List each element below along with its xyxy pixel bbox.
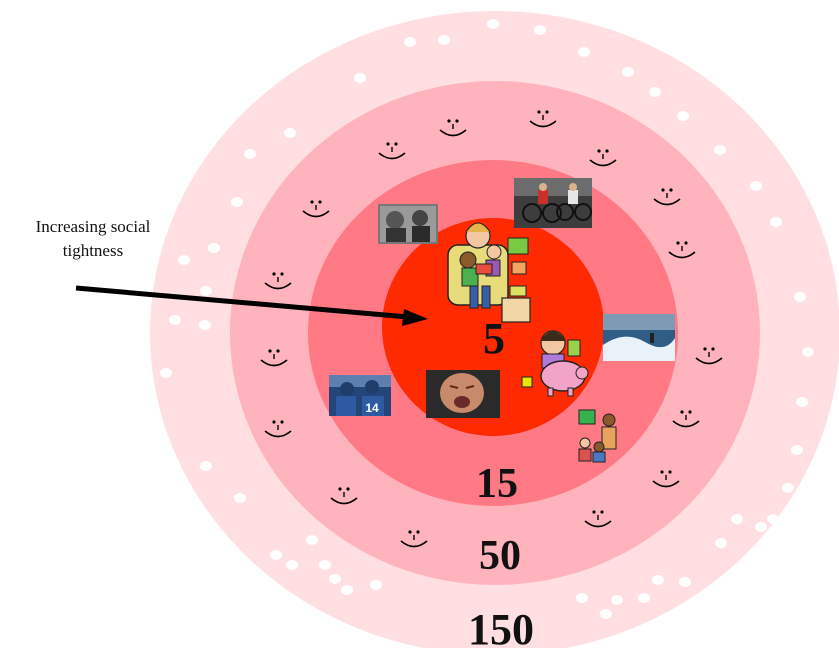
smiley-face-icon: [584, 510, 612, 528]
teacher-class-clipart: [578, 409, 617, 463]
white-dot-icon: [796, 397, 808, 407]
surfer-photo: [603, 314, 675, 361]
label-line-2: tightness: [62, 240, 124, 260]
white-dot-icon: [782, 483, 794, 493]
white-dot-icon: [767, 514, 779, 524]
white-dot-icon: [178, 255, 190, 265]
white-dot-icon: [284, 128, 296, 138]
smiley-face-icon: [264, 272, 292, 290]
smiley-face-icon: [589, 149, 617, 167]
white-dot-icon: [438, 35, 450, 45]
white-dot-icon: [208, 243, 220, 253]
white-dot-icon: [319, 560, 331, 570]
white-dot-icon: [714, 145, 726, 155]
white-dot-icon: [600, 609, 612, 619]
svg-text:14: 14: [365, 401, 379, 415]
smiley-face-icon: [264, 420, 292, 438]
white-dot-icon: [715, 538, 727, 548]
white-dot-icon: [329, 574, 341, 584]
smiley-face-icon: [400, 530, 428, 548]
white-dot-icon: [231, 197, 243, 207]
white-dot-icon: [731, 514, 743, 524]
white-dot-icon: [169, 315, 181, 325]
white-dot-icon: [370, 580, 382, 590]
white-dot-icon: [578, 47, 590, 57]
family-reading-clipart: [447, 222, 531, 323]
ring-label-15: 15: [476, 461, 518, 507]
football-players-photo: 14: [329, 375, 391, 416]
white-dot-icon: [679, 577, 691, 587]
smiley-face-icon: [652, 470, 680, 488]
cyclists-photo: [514, 178, 592, 228]
ring-label-5: 5: [483, 314, 505, 363]
white-dot-icon: [244, 149, 256, 159]
white-dot-icon: [270, 550, 282, 560]
white-dot-icon: [611, 595, 623, 605]
white-dot-icon: [354, 73, 366, 83]
white-dot-icon: [200, 286, 212, 296]
white-dot-icon: [802, 347, 814, 357]
white-dot-icon: [750, 181, 762, 191]
smiley-face-icon: [378, 142, 406, 160]
smiley-face-icon: [529, 110, 557, 128]
white-dot-icon: [638, 593, 650, 603]
white-dot-icon: [200, 461, 212, 471]
smiley-face-icon: [695, 347, 723, 365]
white-dot-icon: [770, 217, 782, 227]
ring-label-150: 150: [468, 605, 534, 654]
middle-ring-smileys: [260, 110, 723, 548]
white-dot-icon: [677, 111, 689, 121]
white-dot-icon: [487, 19, 499, 29]
smiley-face-icon: [653, 188, 681, 206]
smiley-face-icon: [668, 241, 696, 259]
white-dot-icon: [652, 575, 664, 585]
white-dot-icon: [755, 522, 767, 532]
smiley-face-icon: [330, 487, 358, 505]
white-dot-icon: [534, 25, 546, 35]
crying-baby-photo: [426, 370, 500, 418]
label-line-1: Increasing social: [35, 217, 151, 236]
white-dot-icon: [160, 368, 172, 378]
smiley-face-icon: [439, 119, 467, 137]
smiley-face-icon: [260, 349, 288, 367]
increasing-social-tightness-label: Increasing social tightness: [8, 215, 178, 263]
white-dot-icon: [199, 320, 211, 330]
white-dot-icon: [234, 493, 246, 503]
smiley-face-icon: [302, 200, 330, 218]
white-dot-icon: [576, 593, 588, 603]
white-dot-icon: [404, 37, 416, 47]
couple-photo: [378, 204, 438, 244]
white-dot-icon: [649, 87, 661, 97]
white-dot-icon: [286, 560, 298, 570]
white-dot-icon: [622, 67, 634, 77]
white-dot-icon: [341, 585, 353, 595]
outer-ring-dots: [160, 19, 814, 619]
white-dot-icon: [791, 445, 803, 455]
white-dot-icon: [306, 535, 318, 545]
ring-label-50: 50: [479, 533, 521, 579]
white-dot-icon: [794, 292, 806, 302]
tightness-arrow: [75, 285, 428, 326]
piggy-bank-child-clipart: [521, 330, 589, 397]
smiley-face-icon: [672, 410, 700, 428]
